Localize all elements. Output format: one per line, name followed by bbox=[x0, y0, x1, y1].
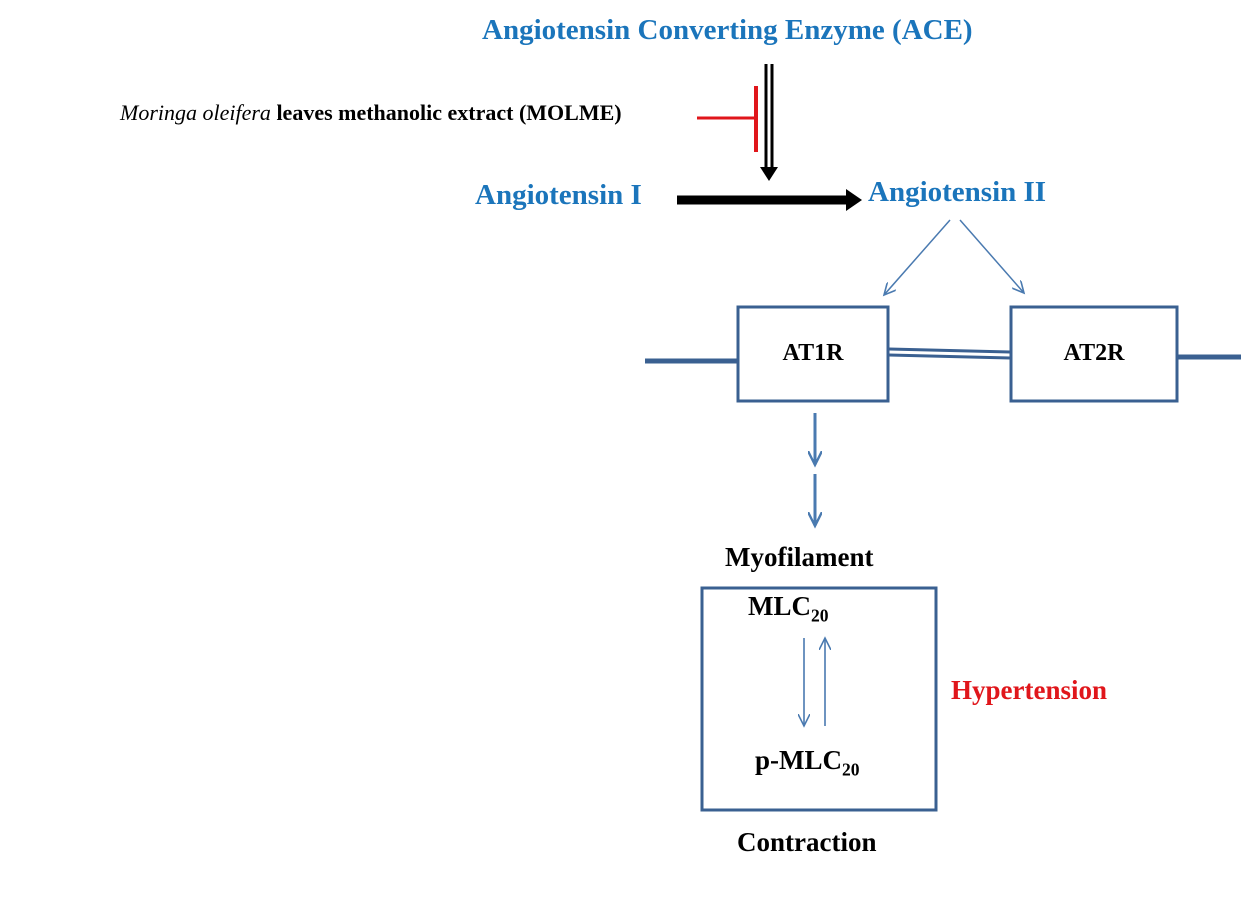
at1r-box bbox=[736, 305, 890, 403]
ang2-to-at2r-arrow bbox=[959, 219, 1024, 293]
hypertension-label: Hypertension bbox=[951, 675, 1108, 705]
myofilament-box bbox=[700, 586, 938, 812]
myofilament-label: Myofilament bbox=[725, 542, 874, 572]
at2r-label: AT2R bbox=[1063, 340, 1125, 366]
conversion-arrow bbox=[677, 189, 862, 211]
angiotensin-2-label: Angiotensin II bbox=[868, 176, 1047, 208]
pmlc20-base: p-MLC bbox=[755, 745, 842, 775]
at2r-box bbox=[1009, 305, 1179, 403]
at1r-label: AT1R bbox=[782, 340, 844, 366]
ace-arrow bbox=[760, 64, 778, 181]
cell-membrane bbox=[645, 347, 1241, 364]
inhibition-bar bbox=[697, 86, 758, 152]
mlc20-subscript: 20 bbox=[811, 605, 829, 626]
ace-label: Angiotensin Converting Enzyme (ACE) bbox=[482, 14, 973, 46]
ang2-to-at1r-arrow bbox=[884, 219, 951, 295]
angiotensin-1-label: Angiotensin I bbox=[475, 179, 642, 211]
molme-label: Moringa oleifera leaves methanolic extra… bbox=[120, 100, 622, 126]
pmlc20-label: p-MLC20 bbox=[755, 745, 860, 780]
molme-description: leaves methanolic extract (MOLME) bbox=[270, 100, 622, 125]
molme-species: Moringa oleifera bbox=[120, 100, 271, 125]
pmlc20-subscript: 20 bbox=[842, 759, 860, 780]
mlc20-label: MLC20 bbox=[748, 591, 829, 626]
mlc20-base: MLC bbox=[748, 591, 811, 621]
contraction-label: Contraction bbox=[737, 827, 877, 857]
